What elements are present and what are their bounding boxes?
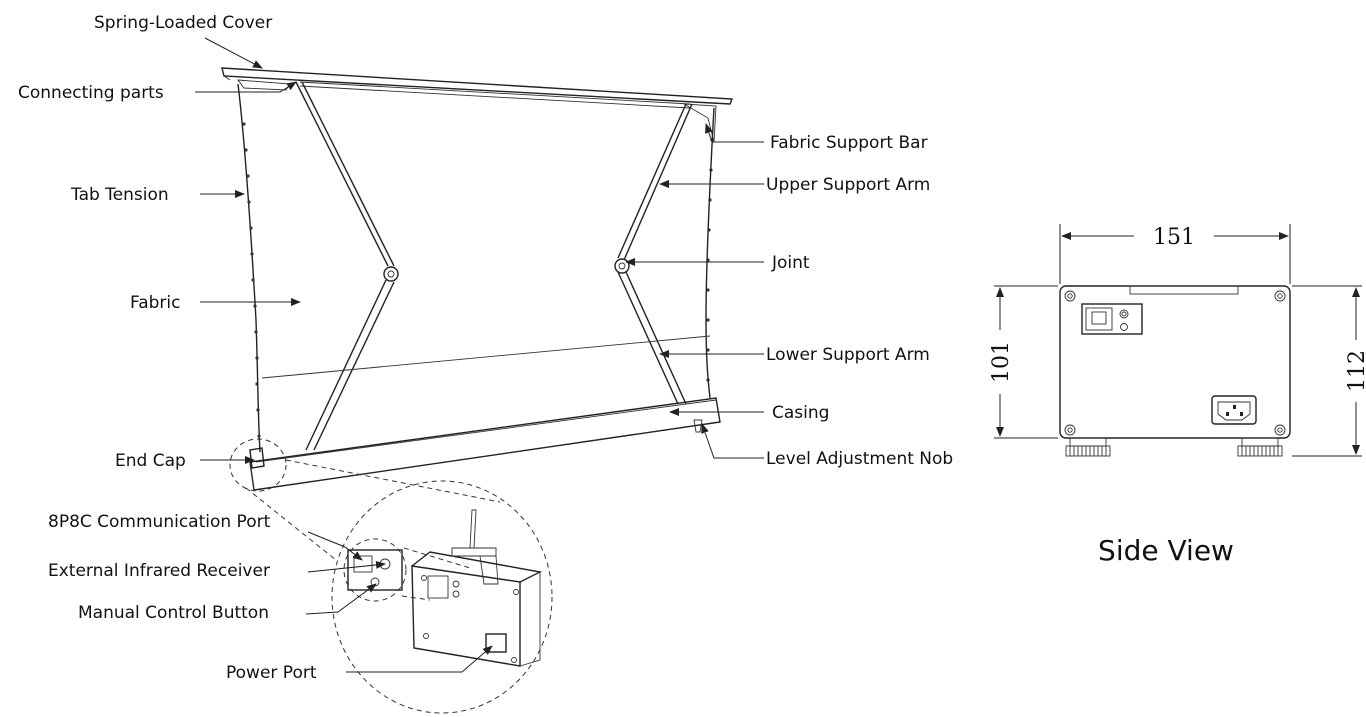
side-view-title: Side View <box>1098 534 1234 567</box>
label-casing: Casing <box>772 403 829 423</box>
label-connecting-parts: Connecting parts <box>18 83 164 103</box>
label-manual-control-button: Manual Control Button <box>78 603 269 623</box>
dim-height-left: 101 <box>989 341 1014 383</box>
end-cap <box>249 447 265 469</box>
side-view-port-panel <box>1081 303 1143 335</box>
side-view: 151 101 112 <box>989 224 1366 567</box>
label-joint: Joint <box>771 253 810 273</box>
spring-loaded-cover <box>221 67 734 105</box>
label-power-port: Power Port <box>226 663 317 683</box>
zoom-detail <box>229 438 553 714</box>
side-view-feet <box>1065 437 1283 457</box>
side-view-screws <box>1064 290 1286 436</box>
leader-lines <box>195 37 764 673</box>
dim-width: 151 <box>1153 225 1195 250</box>
label-level-adjustment-nob: Level Adjustment Nob <box>766 449 953 469</box>
label-end-cap: End Cap <box>115 451 186 471</box>
dim-height-right: 112 <box>1345 350 1366 392</box>
fabric-left-edge <box>237 83 261 453</box>
casing <box>249 397 721 491</box>
label-communication-port: 8P8C Communication Port <box>48 512 271 532</box>
right-support-arms <box>614 103 693 405</box>
side-view-power-socket <box>1211 395 1257 425</box>
tension-tabs <box>242 122 714 438</box>
label-tab-tension: Tab Tension <box>70 185 169 205</box>
label-fabric: Fabric <box>130 293 181 313</box>
left-support-arms <box>295 81 399 451</box>
label-infrared-receiver: External Infrared Receiver <box>48 561 270 581</box>
label-lower-support-arm: Lower Support Arm <box>766 345 930 365</box>
label-upper-support-arm: Upper Support Arm <box>766 175 930 195</box>
label-spring-loaded-cover: Spring-Loaded Cover <box>94 13 272 33</box>
label-fabric-support-bar: Fabric Support Bar <box>770 133 928 153</box>
fabric-right-edge <box>705 107 715 399</box>
labels: Spring-Loaded Cover Connecting parts Tab… <box>18 13 953 683</box>
screen-illustration <box>221 67 734 491</box>
